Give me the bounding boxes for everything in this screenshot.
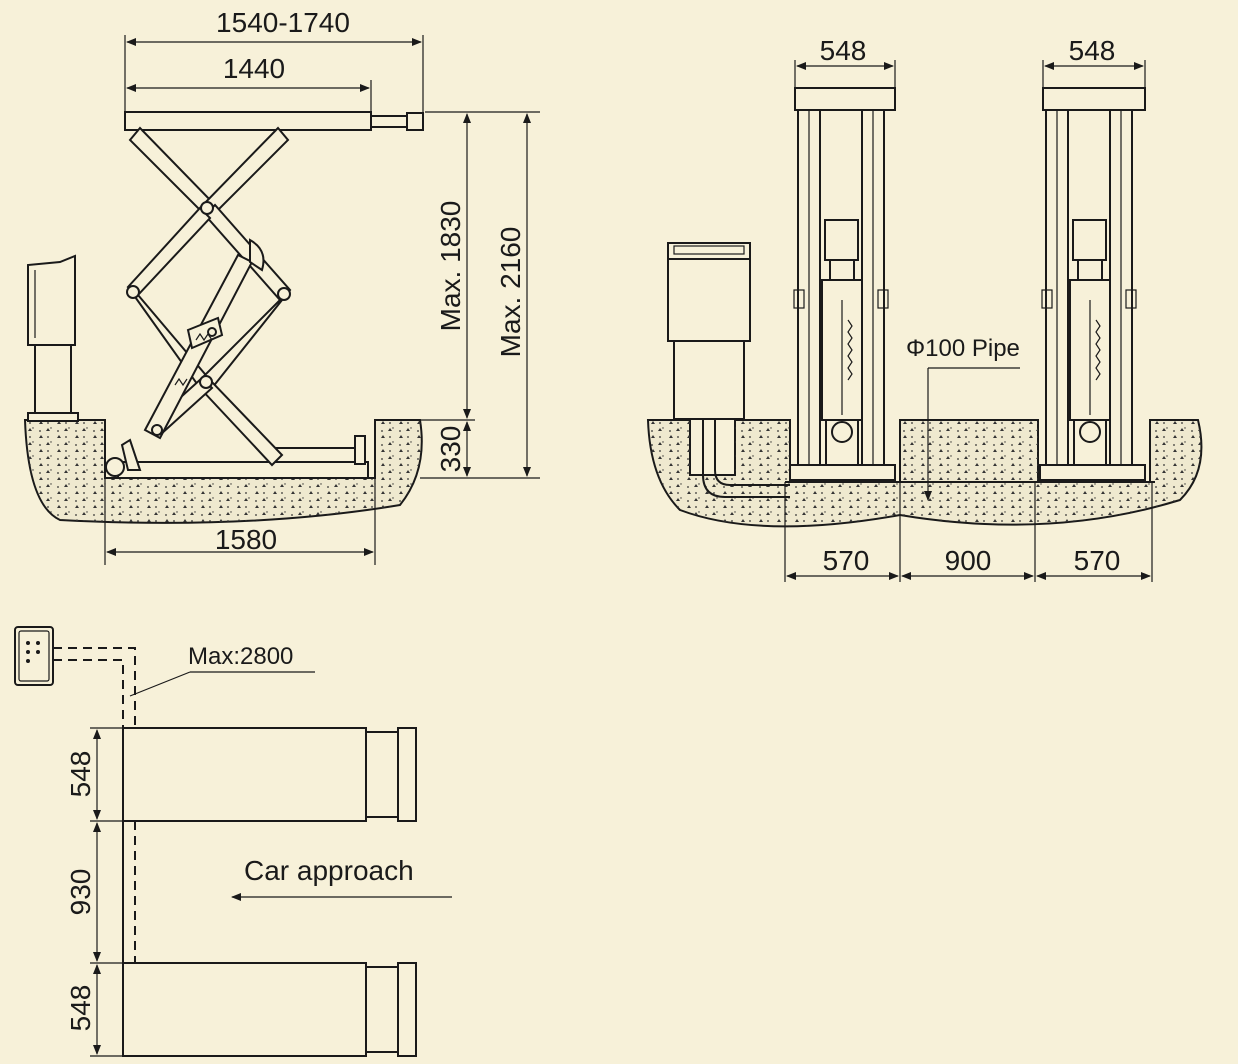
dim-max-height-1: Max. 1830 xyxy=(435,201,466,332)
side-view: 1540-1740 1440 Max. 1830 Max. 2160 330 1… xyxy=(23,7,540,565)
control-cabinet-front xyxy=(667,242,751,420)
plan-platform-bottom xyxy=(122,962,417,1057)
pipe-label: Φ100 Pipe xyxy=(906,335,1020,362)
dim-left-platform: 548 xyxy=(820,35,867,66)
plan-view: Max:2800 548 930 548 Car approach xyxy=(14,626,452,1057)
control-box-plan xyxy=(14,626,54,686)
front-lift-left xyxy=(789,87,896,481)
control-box-side xyxy=(27,254,79,422)
car-approach-label: Car approach xyxy=(244,855,414,886)
hose-max-label: Max:2800 xyxy=(188,643,293,670)
dim-top-platform: 548 xyxy=(65,751,96,798)
dim-gap: 930 xyxy=(65,869,96,916)
plan-platform-top xyxy=(122,727,417,822)
dim-platform-width: 1440 xyxy=(223,53,285,84)
dim-bottom-platform: 548 xyxy=(65,985,96,1032)
dim-max-height-2: Max. 2160 xyxy=(495,227,526,358)
front-lift-right xyxy=(1039,87,1146,481)
side-platform xyxy=(124,111,372,131)
front-view: 548 548 Φ100 Pipe 570 900 570 xyxy=(646,35,1203,582)
dim-pit-depth: 330 xyxy=(435,426,466,473)
dim-right-pit: 570 xyxy=(1074,545,1121,576)
dim-right-platform: 548 xyxy=(1069,35,1116,66)
dim-center-gap: 900 xyxy=(945,545,992,576)
dim-total-width: 1540-1740 xyxy=(216,7,350,38)
dim-pit-length: 1580 xyxy=(215,524,277,555)
dim-left-pit: 570 xyxy=(823,545,870,576)
